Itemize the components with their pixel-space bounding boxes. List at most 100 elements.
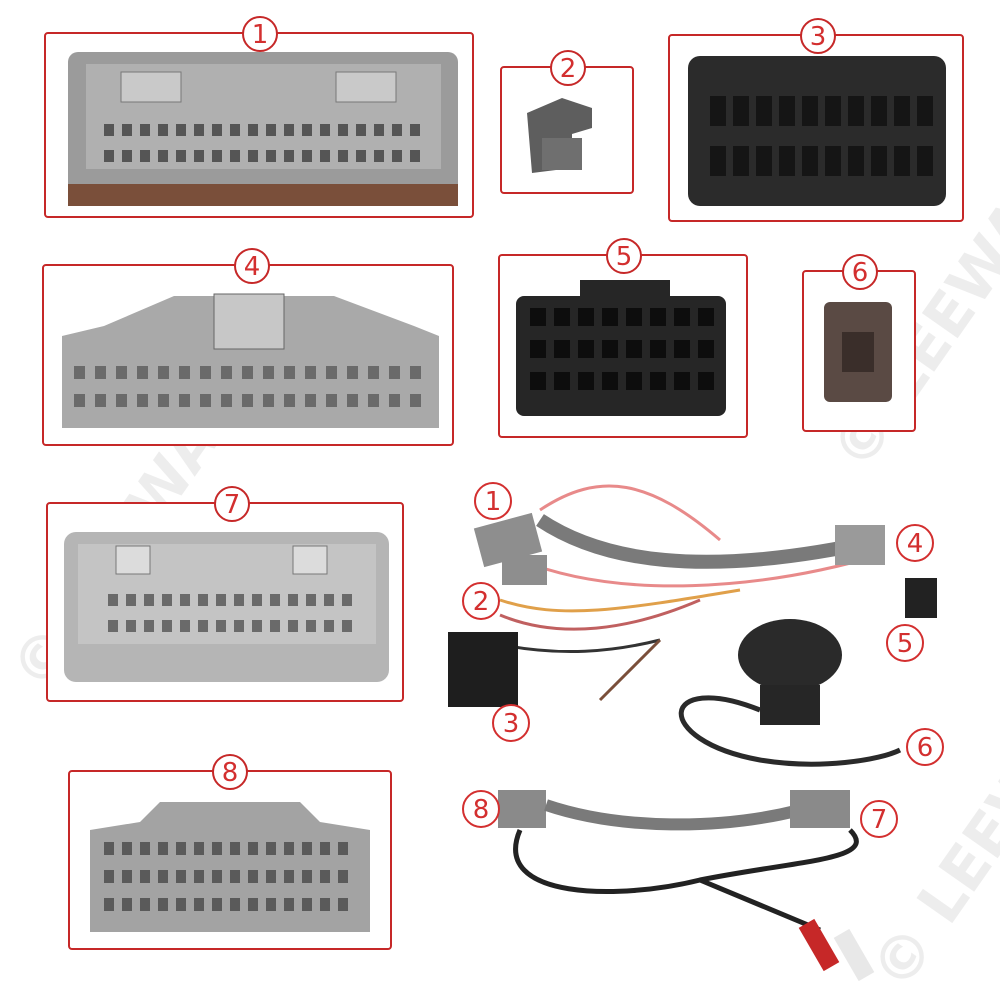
harness-label-5: 5 (886, 624, 924, 662)
connector-pin (530, 340, 546, 358)
harness-label-6: 6 (906, 728, 944, 766)
connector-pin (894, 146, 910, 176)
connector-pin (410, 366, 421, 379)
connector-pin (894, 96, 910, 126)
connector-5-image (516, 280, 726, 416)
connector-pin (248, 898, 258, 911)
connector-pin (530, 308, 546, 326)
connector-pin (242, 366, 253, 379)
connector-pin (917, 96, 933, 126)
connector-pin (179, 394, 190, 407)
connector-pin (320, 870, 330, 883)
connector-pin (650, 308, 666, 326)
connector-panel-8: 8 (68, 754, 392, 950)
connector-pin (554, 372, 570, 390)
connector-pin (176, 842, 186, 855)
connector-pin (242, 394, 253, 407)
connector-pin (194, 124, 204, 136)
connector-pin (306, 594, 316, 606)
connector-pin (347, 394, 358, 407)
connector-pin (270, 620, 280, 632)
connector-pin (104, 842, 114, 855)
connector-pin (710, 96, 726, 126)
connector-pin (144, 620, 154, 632)
connector-pin (368, 366, 379, 379)
connector-pin (626, 340, 642, 358)
connector-pin (176, 898, 186, 911)
connector-pin (126, 594, 136, 606)
connector-pin (338, 124, 348, 136)
connector-pin (389, 366, 400, 379)
connector-pin (270, 594, 280, 606)
harness-label-3: 3 (492, 704, 530, 742)
connector-pin (108, 620, 118, 632)
connector-pin (674, 340, 690, 358)
connector-pin (284, 870, 294, 883)
connector-pin (266, 150, 276, 162)
connector-4-image (62, 293, 439, 428)
connector-2-image (527, 98, 592, 173)
connector-pin (302, 898, 312, 911)
connector-pin (104, 898, 114, 911)
connector-pin (779, 146, 795, 176)
connector-pin (263, 366, 274, 379)
connector-pin (122, 870, 132, 883)
connector-1-image (68, 52, 458, 206)
connector-pin (324, 594, 334, 606)
connector-6-image (824, 302, 892, 402)
connector-pin (180, 620, 190, 632)
connector-pin (212, 898, 222, 911)
connector-pin (802, 96, 818, 126)
connector-pin (674, 308, 690, 326)
connector-pin (871, 146, 887, 176)
connector-pin (137, 366, 148, 379)
connector-panel-5: 5 (498, 238, 748, 438)
connector-pin (248, 124, 258, 136)
panel-number-badge: 2 (550, 50, 586, 86)
connector-pin (116, 366, 127, 379)
connector-pin (158, 898, 168, 911)
connector-pin (252, 620, 262, 632)
connector-pin (176, 124, 186, 136)
connector-pin (198, 594, 208, 606)
connector-pin (122, 150, 132, 162)
connector-pin (342, 594, 352, 606)
connector-pin (137, 394, 148, 407)
connector-pin (324, 620, 334, 632)
connector-pin (212, 842, 222, 855)
connector-pin (284, 394, 295, 407)
connector-pin (162, 594, 172, 606)
connector-pin (266, 842, 276, 855)
connector-pin (698, 308, 714, 326)
connector-pin (176, 150, 186, 162)
connector-pin (230, 842, 240, 855)
panel-number-badge: 5 (606, 238, 642, 274)
connector-pin (104, 870, 114, 883)
connector-pin (374, 150, 384, 162)
connector-pin (710, 146, 726, 176)
connector-pin (320, 124, 330, 136)
connector-pin (212, 124, 222, 136)
connector-pin (342, 620, 352, 632)
connector-pin (122, 124, 132, 136)
connector-pin (347, 366, 358, 379)
connector-pin (221, 394, 232, 407)
connector-pin (326, 394, 337, 407)
harness-label-7: 7 (860, 800, 898, 838)
connector-pin (252, 594, 262, 606)
connector-pin (698, 340, 714, 358)
connector-pin (108, 594, 118, 606)
connector-pin (302, 124, 312, 136)
connector-pin (266, 124, 276, 136)
connector-pin (302, 842, 312, 855)
connector-pin (320, 898, 330, 911)
connector-pin (144, 594, 154, 606)
connector-pin (194, 898, 204, 911)
harness-label-2: 2 (462, 582, 500, 620)
panel-number-badge: 1 (242, 16, 278, 52)
connector-pin (74, 366, 85, 379)
connector-pin (554, 308, 570, 326)
connector-pin (602, 372, 618, 390)
connector-pin (305, 394, 316, 407)
connector-pin (122, 898, 132, 911)
